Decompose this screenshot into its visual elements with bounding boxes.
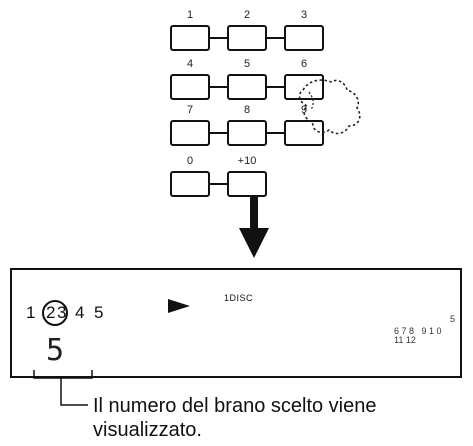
keypad-row-1: 1 2 3 (170, 9, 324, 53)
key-5[interactable]: 5 (227, 58, 267, 100)
key-label: 3 (300, 9, 308, 21)
key-0[interactable]: 0 (170, 155, 210, 197)
digit-bracket (33, 370, 93, 379)
key-9[interactable]: 9 (284, 104, 324, 146)
key-connector (210, 86, 227, 88)
track-number-1: 1 (26, 303, 36, 322)
key-7[interactable]: 7 (170, 104, 210, 146)
keypad-row-2: 4 5 6 (170, 58, 324, 102)
track-number-4: 4 (75, 303, 85, 322)
pressing-hand-icon (298, 79, 361, 135)
caption: Il numero del brano scelto viene visuali… (93, 394, 473, 442)
key-label: +10 (237, 155, 257, 167)
key-label: 1 (186, 9, 194, 21)
key-connector (210, 37, 227, 39)
track-number-3: 3 (57, 303, 67, 322)
key-3[interactable]: 3 (284, 9, 324, 51)
track-calendar-bottom: 11 12 (394, 335, 416, 345)
key-8[interactable]: 8 (227, 104, 267, 146)
down-arrow-icon (239, 196, 269, 258)
key-label: 5 (243, 58, 251, 70)
key-connector (210, 132, 227, 134)
key-1[interactable]: 1 (170, 9, 210, 51)
key-plus10[interactable]: +10 (227, 155, 267, 197)
selected-track-digit: 5 (45, 333, 65, 368)
key-label: 0 (186, 155, 194, 167)
display-panel: 1 2 3 4 5 1DISC 5 6 7 8 9 1 0 11 12 5 (10, 268, 462, 379)
track-calendar-top: 5 (450, 314, 456, 324)
disc-indicator: 1DISC (224, 293, 254, 303)
selected-tracks-circle (42, 300, 68, 326)
key-6[interactable]: 6 (284, 58, 324, 100)
key-connector (267, 132, 284, 134)
key-connector (267, 86, 284, 88)
key-label: 9 (300, 104, 308, 116)
caption-line-2: visualizzato. (93, 419, 202, 441)
track-calendar-middle: 6 7 8 9 1 0 (394, 326, 442, 336)
keypad-row-4: 0 +10 (170, 155, 270, 199)
track-number-5: 5 (94, 303, 104, 322)
keypad-row-3: 7 8 9 (170, 104, 324, 148)
key-4[interactable]: 4 (170, 58, 210, 100)
key-connector (267, 37, 284, 39)
key-label: 4 (186, 58, 194, 70)
key-label: 6 (300, 58, 308, 70)
key-label: 8 (243, 104, 251, 116)
play-icon (168, 299, 190, 313)
track-number-2: 2 (46, 303, 56, 322)
key-label: 2 (243, 9, 251, 21)
key-connector (210, 183, 227, 185)
key-2[interactable]: 2 (227, 9, 267, 51)
caption-line-1: Il numero del brano scelto viene (93, 395, 377, 417)
key-label: 7 (186, 104, 194, 116)
